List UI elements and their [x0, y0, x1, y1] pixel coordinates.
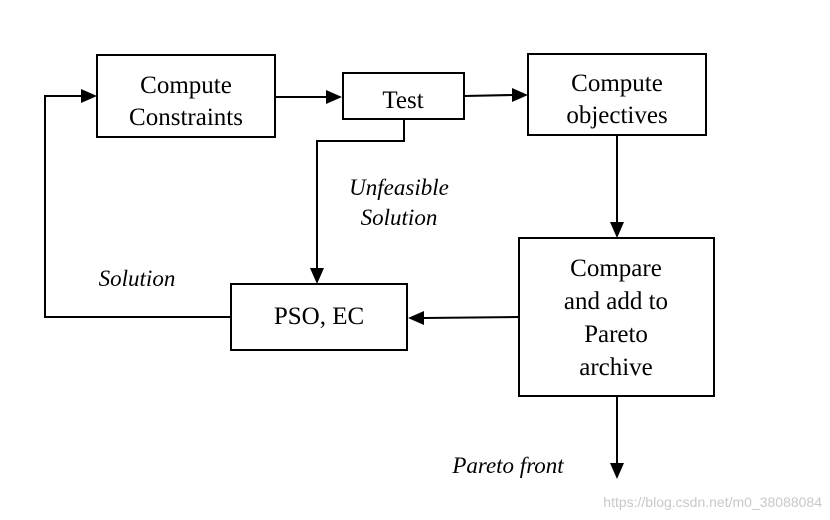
node-test-label: Test — [382, 87, 423, 114]
node-compute-objectives: Compute objectives — [527, 53, 707, 136]
arrowhead-pareto-front — [610, 463, 624, 479]
arrowhead-objectives-to-compare — [610, 222, 624, 238]
node-compare-archive-line-4: archive — [579, 354, 653, 381]
label-solution: Solution — [99, 266, 176, 291]
arrowhead-test-to-objectives — [512, 88, 528, 102]
arrowhead-constraints-to-test — [326, 90, 342, 104]
node-compare-archive-line-1: Compare — [570, 255, 662, 282]
label-unfeasible-line-1: Unfeasible — [349, 175, 449, 200]
label-unfeasible-line-2: Solution — [361, 205, 438, 230]
node-compute-constraints-line-1: Compute — [140, 72, 232, 99]
node-compute-constraints-line-2: Constraints — [129, 104, 243, 131]
label-pareto-front: Pareto front — [451, 453, 564, 478]
node-compute-objectives-line-2: objectives — [566, 102, 667, 129]
arrowhead-test-to-pso — [310, 268, 324, 284]
node-pso-ec-label: PSO, EC — [274, 303, 364, 330]
edge-test-to-pso-unfeasible — [316, 119, 405, 268]
node-compute-objectives-line-1: Compute — [571, 70, 663, 97]
node-compare-archive: Compare and add to Pareto archive — [518, 237, 715, 397]
node-compute-constraints: Compute Constraints — [96, 54, 276, 138]
node-compare-archive-line-3: Pareto — [584, 321, 648, 348]
node-test: Test — [342, 72, 465, 120]
edge-test-to-objectives — [463, 94, 513, 97]
watermark-text: https://blog.csdn.net/m0_38088084 — [603, 494, 822, 510]
arrowhead-solution-to-constraints — [81, 89, 97, 103]
node-compare-archive-line-2: and add to — [564, 288, 668, 315]
node-pso-ec: PSO, EC — [230, 283, 408, 351]
arrowhead-compare-to-pso — [408, 311, 424, 325]
edge-pso-to-constraints-solution — [44, 95, 231, 318]
edge-compare-to-pso — [423, 316, 520, 319]
